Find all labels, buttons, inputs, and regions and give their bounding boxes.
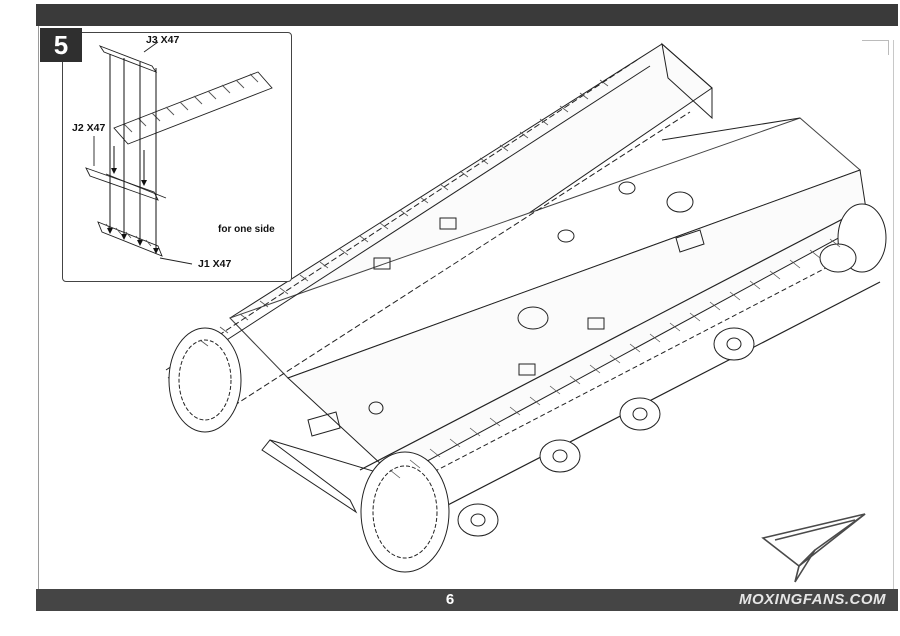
corner-mark	[862, 40, 889, 55]
step-number-badge: 5	[40, 28, 82, 62]
page-right-border	[893, 40, 894, 590]
part-label-j3: J3 X47	[146, 34, 180, 46]
watermark-text: MOXINGFANS.COM	[738, 591, 886, 608]
part-label-j1: J1 X47	[198, 258, 232, 270]
footer-band	[36, 589, 898, 611]
paper-plane-icon	[761, 513, 866, 583]
header-band	[36, 4, 898, 26]
page-left-border	[38, 26, 39, 590]
part-label-j2: J2 X47	[72, 122, 106, 134]
assembly-note: for one side	[218, 224, 275, 235]
track-assembly-diagram	[85, 41, 273, 265]
page-number: 6	[445, 591, 455, 608]
